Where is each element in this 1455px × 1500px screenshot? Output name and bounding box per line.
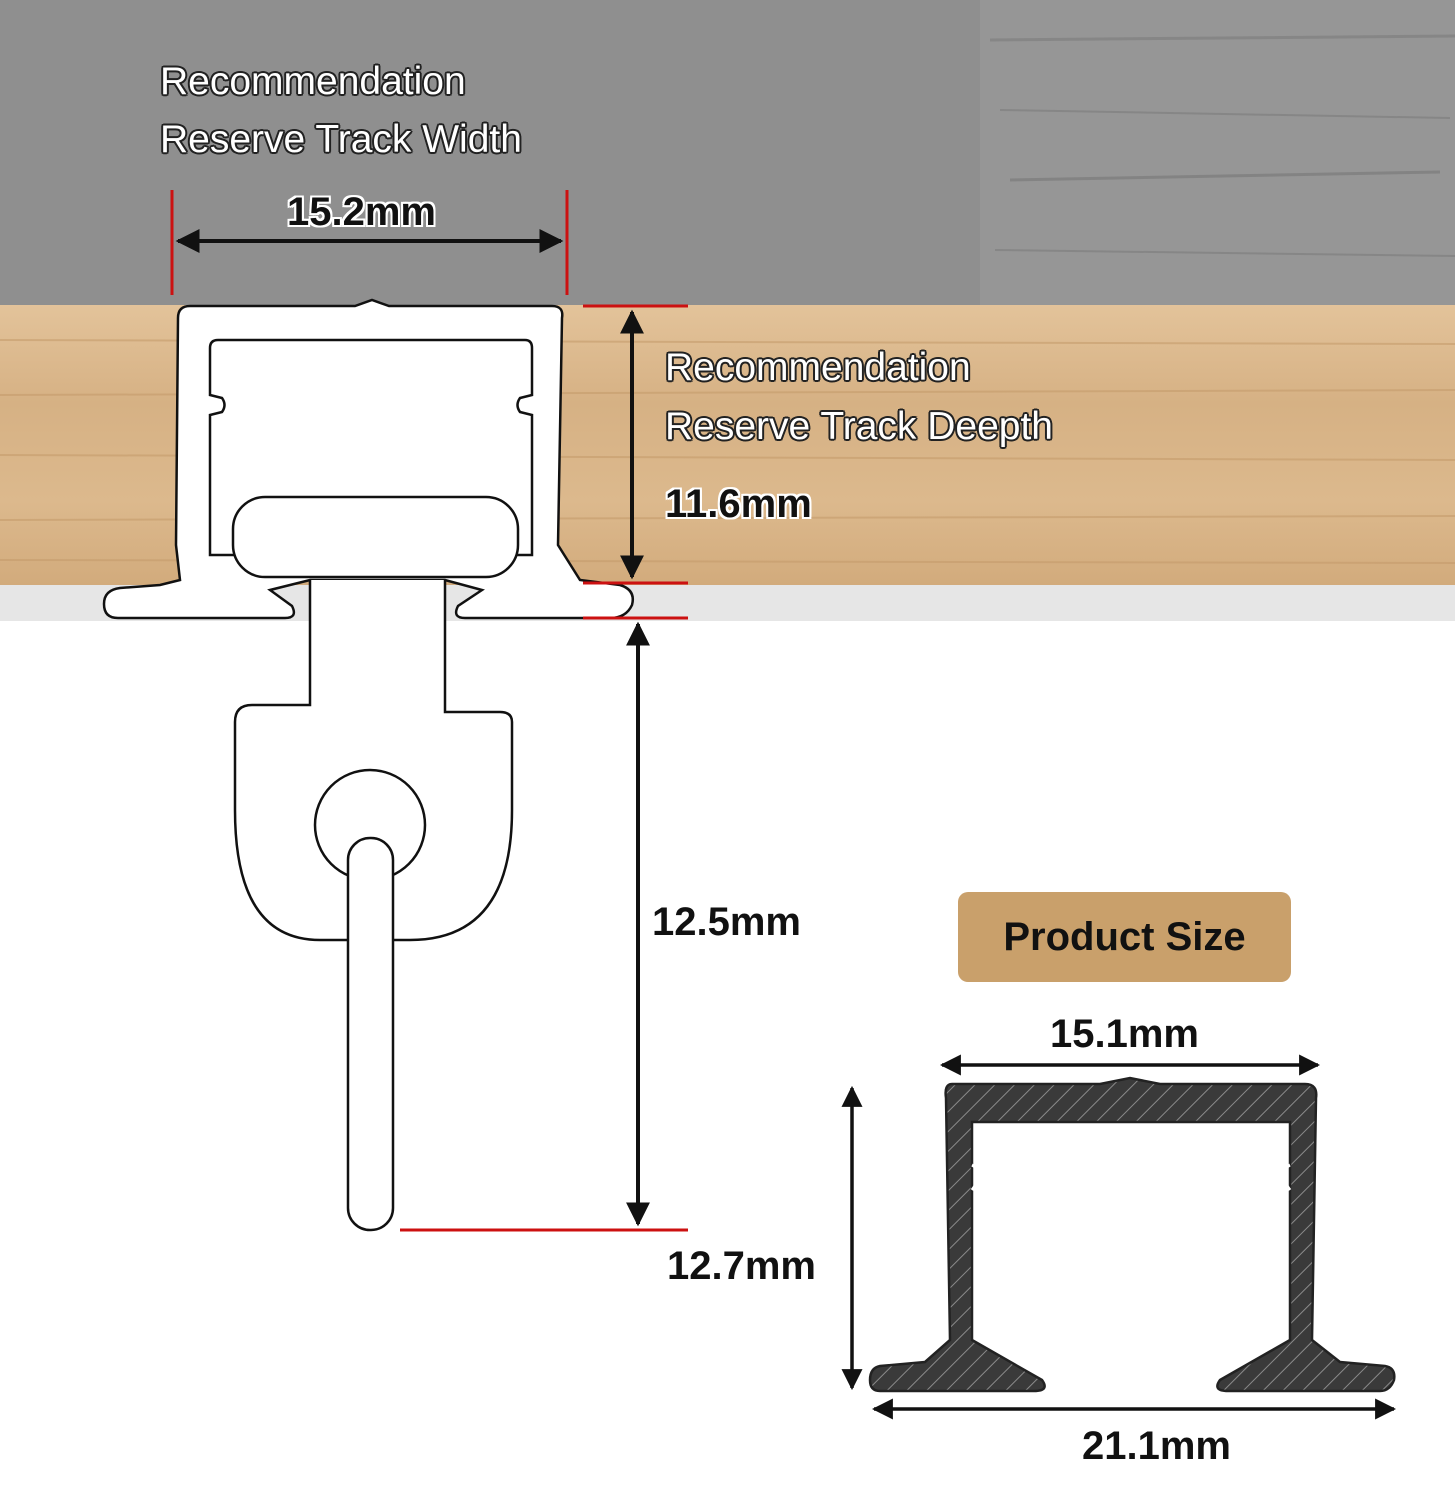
width-value: 15.2mm: [287, 190, 436, 234]
concrete-texture: [980, 0, 1455, 305]
product-height: 12.7mm: [667, 1244, 816, 1288]
depth-label-line1: Recommendation: [665, 346, 971, 389]
drop-value: 12.5mm: [652, 900, 801, 944]
product-inner-notches: [970, 1163, 1292, 1191]
product-size-title: Product Size: [1003, 914, 1246, 959]
hook-pin: [346, 836, 395, 1232]
product-size-badge: Product Size: [958, 892, 1291, 982]
product-top-width: 15.1mm: [1050, 1012, 1199, 1056]
depth-value: 11.6mm: [665, 482, 812, 526]
width-label-line1: Recommendation: [160, 60, 466, 103]
depth-label-line2: Reserve Track Deepth: [665, 405, 1054, 448]
hook-stem: [233, 580, 514, 942]
width-label-line2: Reserve Track Width: [160, 118, 522, 161]
product-profile: [868, 1076, 1396, 1393]
concrete-ceiling: [0, 0, 1455, 305]
product-base-width: 21.1mm: [1082, 1424, 1231, 1468]
roller: [231, 495, 520, 579]
